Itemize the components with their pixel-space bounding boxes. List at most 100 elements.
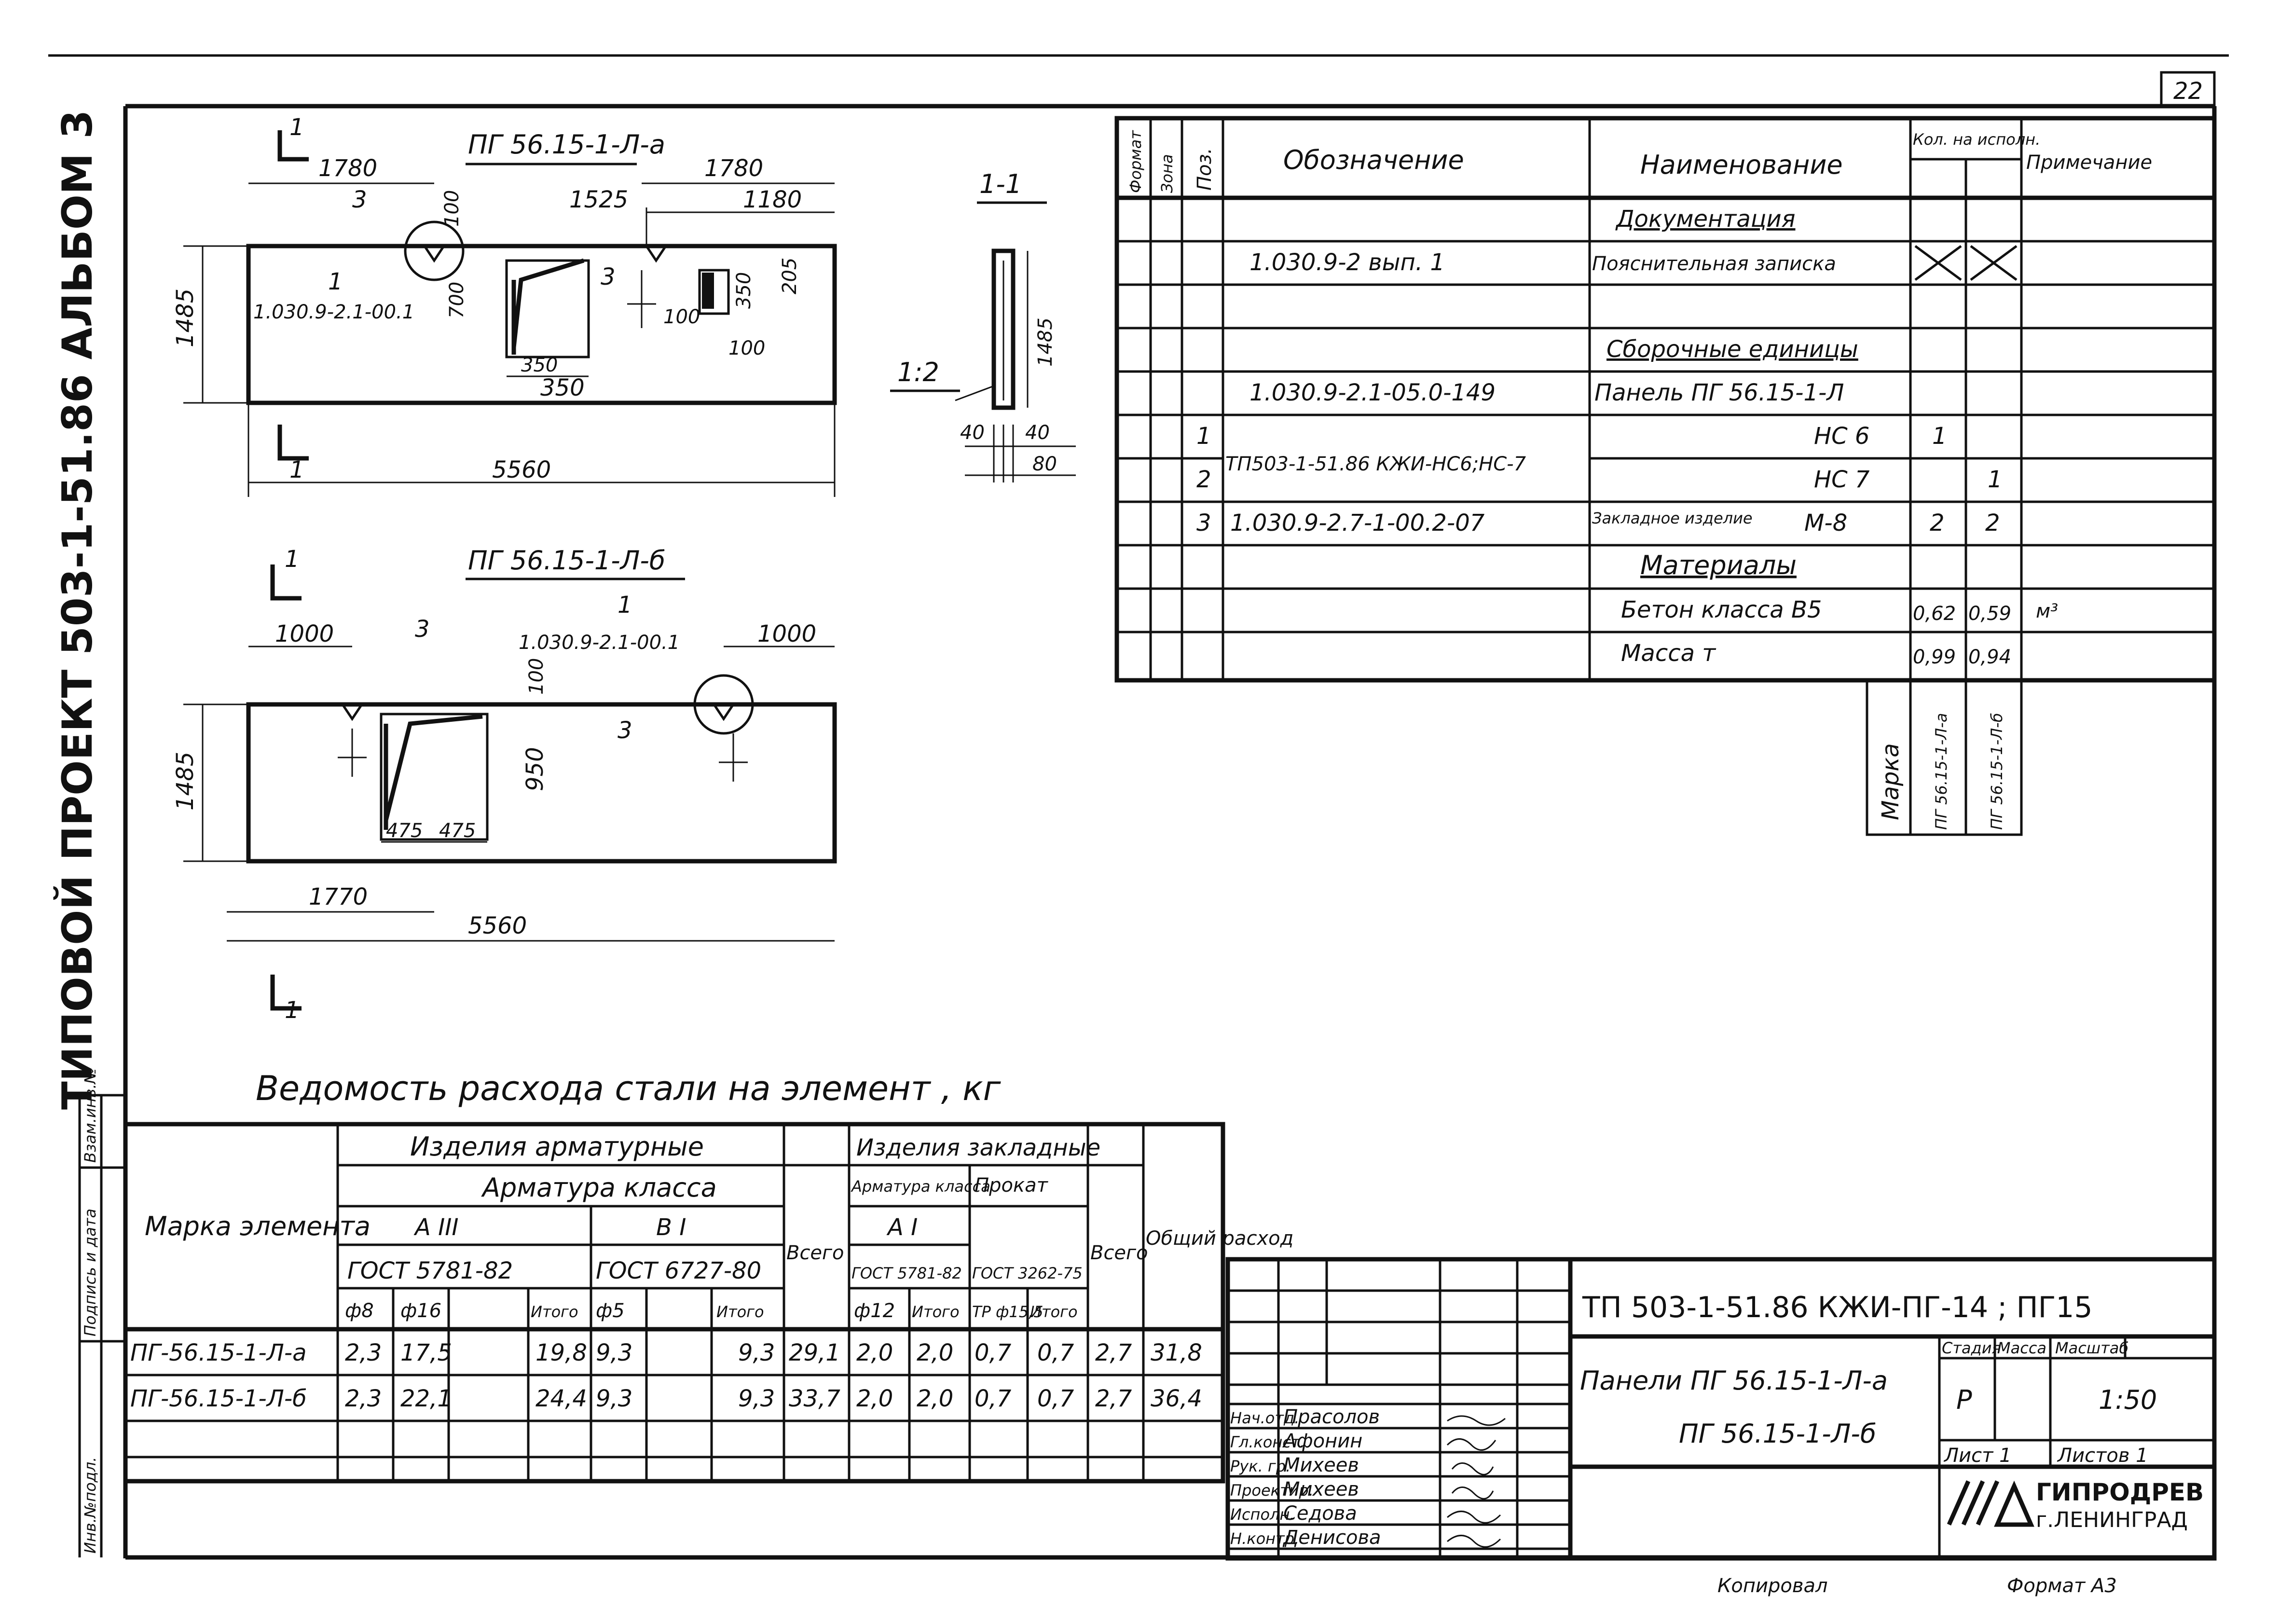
dim-a-100-b: 100 [663, 306, 700, 328]
person-role-6: Н.контр. [1230, 1529, 1299, 1548]
dim-b-1485: 1485 [172, 752, 199, 811]
person-name-6: Денисова [1282, 1527, 1381, 1549]
steel-rolled: Прокат [975, 1174, 1049, 1197]
pos-a-3b: 3 [601, 263, 616, 290]
spec-row-10-q2: 0,59 [1968, 603, 2011, 625]
steel-sub-total-rolled: Итого [1030, 1303, 1078, 1321]
spec-row-8-pos: 3 [1196, 509, 1211, 537]
person-role-5: Исполн. [1230, 1505, 1295, 1524]
steel-armature-group: Изделия арматурные [410, 1131, 704, 1162]
spec-row-6-pos: 1 [1196, 423, 1211, 450]
steel-emb-arm-class: Арматура класса [851, 1177, 990, 1196]
section-dim-40-right: 40 [1025, 422, 1050, 444]
spec-table: Формат Зона Поз. Обозначение Наименовани… [1114, 116, 2217, 836]
dim-a-1525: 1525 [569, 186, 628, 213]
steel-arm-class: Арматура класса [481, 1172, 717, 1203]
steel-sub-tr: ТР ф15,5 [972, 1303, 1043, 1321]
drawing-b-title: ПГ 56.15-1-Л-б [468, 545, 665, 576]
steel-row-2-v6: 9,3 [738, 1385, 775, 1412]
dim-b-1000-right: 1000 [757, 620, 816, 647]
person-name-5: Седова [1283, 1502, 1357, 1525]
dim-a-1780-left: 1780 [318, 155, 377, 182]
dim-a-1780-right: 1780 [704, 155, 763, 182]
spec-row-11-q2: 0,94 [1968, 646, 2011, 668]
spec-marka-a: ПГ 56.15-1-Л-а [1932, 713, 1950, 830]
title-name-1: Панели ПГ 56.15-1-Л-а [1580, 1365, 1888, 1396]
dim-a-100: 100 [441, 190, 463, 227]
title-sheets: Листов 1 [2057, 1445, 2148, 1467]
title-sheet: Лист 1 [1943, 1445, 2012, 1467]
spec-h-name: Наименование [1640, 150, 1843, 180]
dim-a-350-d: 350 [540, 374, 585, 401]
steel-row-2-v1: 22,1 [400, 1385, 452, 1412]
steel-row-1-v1: 17,5 [400, 1339, 452, 1366]
steel-b1: В I [656, 1214, 686, 1241]
dim-a-350-small: 350 [521, 354, 558, 376]
panel-b-outline [246, 702, 837, 864]
steel-row-2-v8: 2,0 [856, 1385, 893, 1412]
steel-row-2-v0: 2,3 [345, 1385, 382, 1412]
pos-a-1: 1 [328, 268, 343, 295]
ref-a: 1.030.9-2.1-00.1 [253, 301, 414, 323]
steel-a3: А III [413, 1214, 459, 1241]
section-title: 1-1 [979, 169, 1022, 199]
spec-row-10-note: м³ [2036, 600, 2058, 622]
spec-h-zone: Зона [1158, 154, 1176, 193]
dim-a-5560: 5560 [492, 456, 551, 483]
spec-h-qty: Кол. на исполн. [1913, 130, 2040, 149]
steel-row-1-v4: 9,3 [596, 1339, 632, 1366]
section-mark-a-bottom: 1 [289, 456, 304, 483]
spec-row-10-q1: 0,62 [1913, 603, 1956, 625]
steel-gost-b1: ГОСТ 6727-80 [596, 1257, 761, 1284]
section-1-1: 1-1 1:2 1485 40 40 80 [890, 169, 1076, 482]
spec-row-8-q1: 2 [1930, 509, 1945, 537]
panel-a-opening-2 [698, 269, 730, 315]
spec-row-2-designation: 1.030.9-2 вып. 1 [1249, 249, 1445, 276]
steel-row-1-mark: ПГ-56.15-1-Л-а [130, 1339, 307, 1366]
dim-b-1770: 1770 [309, 883, 368, 910]
side-label-sign: Подпись и дата [81, 1209, 99, 1336]
org-name-1: ГИПРОДРЕВ [2036, 1478, 2204, 1506]
spec-row-6-q1: 1 [1932, 423, 1947, 450]
steel-sub-total-b1: Итого [716, 1303, 764, 1321]
steel-table-title: Ведомость расхода стали на элемент , кг [256, 1069, 1002, 1108]
spec-h-note: Примечание [2026, 151, 2152, 174]
steel-row-2-v12: 2,7 [1095, 1385, 1132, 1412]
side-title: ТИПОВОЙ ПРОЕКТ 503-1-51.86 АЛЬБОМ 3 [53, 110, 102, 1110]
person-name-2: Афонин [1282, 1430, 1362, 1452]
spec-row-7-q2: 1 [1988, 466, 2003, 493]
pos-a-3: 3 [352, 186, 367, 213]
org-logo-icon [1947, 1480, 2034, 1527]
spec-embedded-label: Закладное изделие [1592, 509, 1753, 527]
dim-b-5560: 5560 [468, 912, 527, 939]
dim-b-100: 100 [525, 658, 548, 695]
spec-row-lines [1117, 240, 2214, 633]
steel-row-1-v10: 0,7 [975, 1339, 1012, 1366]
person-role-1: Нач.отд. [1230, 1409, 1299, 1427]
dim-a-100-c: 100 [728, 337, 765, 359]
dim-b-950: 950 [522, 747, 549, 791]
spec-h-format: Формат [1126, 130, 1145, 193]
title-stage: Р [1956, 1385, 1972, 1415]
dim-a-205: 205 [779, 258, 801, 294]
spec-row-5-name: Панель ПГ 56.15-1-Л [1594, 379, 1844, 406]
panel-a-opening-1 [505, 259, 590, 358]
drawing-a-title: ПГ 56.15-1-Л-а [468, 129, 665, 160]
person-name-4: Михеев [1283, 1478, 1359, 1500]
org-name-2: г.ЛЕНИНГРАД [2036, 1508, 2188, 1532]
title-mass-label: Масса [1997, 1339, 2046, 1357]
steel-gost-a1: ГОСТ 5781-82 [851, 1264, 962, 1282]
title-code: ТП 503-1-51.86 КЖИ-ПГ-14 ; ПГ15 [1582, 1291, 2093, 1324]
dim-a-1180: 1180 [743, 186, 802, 213]
spec-row-11-q1: 0,99 [1913, 646, 1956, 668]
dim-a-1485: 1485 [172, 289, 199, 347]
spec-row-2-name: Пояснительная записка [1592, 253, 1836, 275]
ref-b: 1.030.9-2.1-00.1 [519, 632, 680, 654]
steel-mark-header: Марка элемента [145, 1211, 371, 1241]
drawing-panel-b: ПГ 56.15-1-Л-б 1000 1000 100 950 475 475… [172, 545, 837, 1024]
section-dim-1485: 1485 [1034, 317, 1057, 367]
spec-row-9-name: Материалы [1640, 550, 1797, 580]
dim-b-475-left: 475 [386, 820, 423, 842]
steel-row-2-v13: 36,4 [1151, 1385, 1202, 1412]
